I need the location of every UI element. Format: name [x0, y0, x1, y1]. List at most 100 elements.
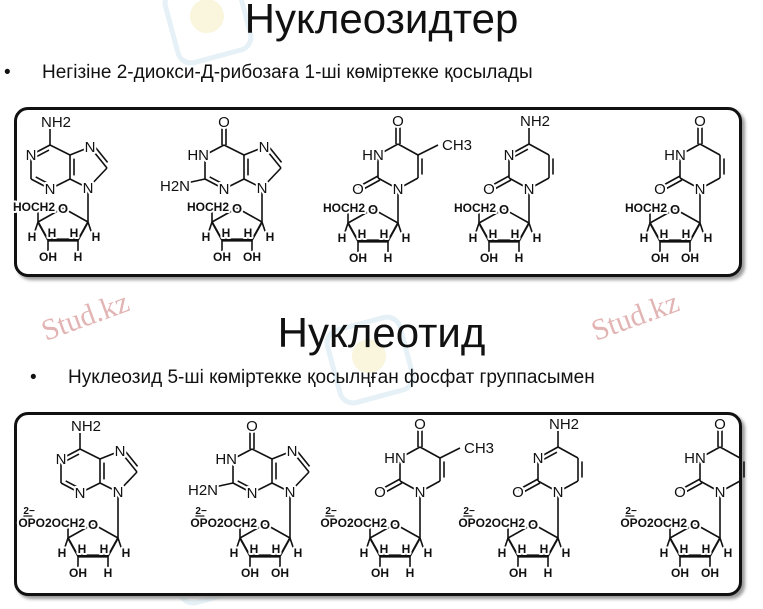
n3-label: HN: [684, 450, 706, 467]
c2-substituent-label: O: [374, 484, 386, 501]
hydrogen-label: H: [360, 546, 369, 560]
n3-label: N: [75, 485, 86, 502]
n3-label: N: [45, 181, 56, 198]
bullet-text: Негізіне 2-диокси-Д-рибозаға 1-ші көмірт…: [42, 62, 533, 83]
bond: [181, 178, 206, 185]
charge-label: 2−: [195, 506, 207, 517]
slide-title-nucleosides: Нуклеозидтер: [244, 0, 519, 42]
bond: [507, 537, 519, 557]
bond: [507, 523, 534, 539]
hydrogen-label: H: [92, 230, 101, 244]
bond: [119, 450, 138, 473]
hydrogen-label: H: [338, 231, 347, 245]
ring-oxygen-label: O: [58, 201, 68, 216]
bond: [62, 207, 89, 223]
c3-substituent-label: OH: [651, 251, 669, 265]
bond: [35, 149, 50, 158]
c5-group-label: OPO2OCH2: [458, 516, 525, 530]
bond: [279, 537, 291, 557]
c2-substituent-label: O: [512, 484, 524, 501]
n3-label: N: [219, 181, 230, 198]
bond: [49, 178, 71, 190]
n1-label: N: [524, 181, 535, 198]
bond: [699, 177, 721, 190]
bond: [365, 537, 371, 551]
bond: [699, 446, 721, 459]
c3-substituent-label: OH: [39, 250, 57, 264]
bond: [669, 523, 696, 539]
ring-oxygen-label: O: [368, 202, 378, 217]
hydrogen-label: H: [358, 227, 367, 241]
c6-substituent-label: O: [246, 418, 258, 435]
bond: [30, 178, 51, 190]
hydrogen-label: H: [424, 546, 433, 560]
bond: [519, 482, 541, 495]
bond: [289, 471, 310, 493]
bond: [211, 221, 223, 241]
bond: [343, 222, 349, 236]
n9-label: N: [83, 180, 94, 197]
n3-label: N: [504, 147, 515, 164]
hydrogen-label: H: [48, 226, 57, 240]
c5-substituent-label: CH3: [442, 137, 472, 154]
bullet-text: Нуклеозид 5-ші көміртекке қосылңған фосф…: [68, 367, 595, 388]
bond: [107, 537, 119, 557]
bond: [674, 208, 701, 224]
bond: [503, 537, 509, 551]
nucleosides-panel: [14, 107, 742, 277]
bond: [488, 175, 510, 188]
bond: [503, 208, 530, 224]
bond: [557, 480, 579, 493]
bond: [60, 448, 81, 460]
bond: [681, 482, 703, 495]
ring-oxygen-label: O: [528, 517, 538, 532]
c4-substituent-label: O: [714, 416, 726, 433]
charge-label: 2−: [325, 506, 337, 517]
hydrogen-label: H: [222, 226, 231, 240]
bond: [397, 177, 419, 190]
bond: [679, 143, 701, 156]
bond: [204, 178, 225, 190]
c3-substituent-label: OH: [480, 251, 498, 265]
bond: [557, 537, 563, 551]
bond: [665, 537, 671, 551]
bond: [30, 144, 51, 156]
hydrogen-label: H: [244, 226, 253, 240]
c4-substituent-label: O: [694, 113, 706, 130]
c2-substituent-label: H2N: [188, 482, 218, 499]
bond: [399, 480, 421, 493]
bond: [394, 523, 421, 539]
bond: [397, 222, 403, 236]
bond: [297, 451, 311, 467]
c3-substituent-label: OH: [241, 566, 259, 580]
hydrogen-label: H: [402, 542, 411, 556]
c5-group-label: HOCH2: [13, 200, 55, 214]
bond: [517, 478, 539, 491]
bond: [87, 221, 93, 235]
bond: [377, 177, 399, 190]
hydrogen-label: H: [562, 546, 571, 560]
c4-substituent-label: O: [392, 113, 404, 130]
bond: [532, 523, 559, 539]
c6-substituent-label: O: [218, 114, 230, 131]
bond: [513, 148, 529, 158]
bond: [669, 537, 681, 557]
hydrogen-label: H: [122, 546, 131, 560]
hydrogen-label: H: [402, 231, 411, 245]
bond: [67, 523, 94, 539]
bullet-nucleotide: •Нуклеозид 5-ші көміртекке қосылңған фос…: [30, 367, 595, 389]
bond: [92, 523, 119, 539]
c5-group-label: OPO2OCH2: [620, 516, 687, 530]
bond: [518, 222, 530, 242]
bond: [357, 175, 379, 188]
bond: [397, 143, 419, 156]
bond: [537, 446, 559, 459]
n7-label: N: [115, 443, 126, 460]
bond: [649, 222, 661, 242]
bond: [719, 446, 741, 459]
n3-label: HN: [664, 147, 686, 164]
ring-oxygen-label: O: [690, 517, 700, 532]
c6-substituent-label: NH2: [71, 418, 101, 435]
bond: [649, 208, 676, 224]
